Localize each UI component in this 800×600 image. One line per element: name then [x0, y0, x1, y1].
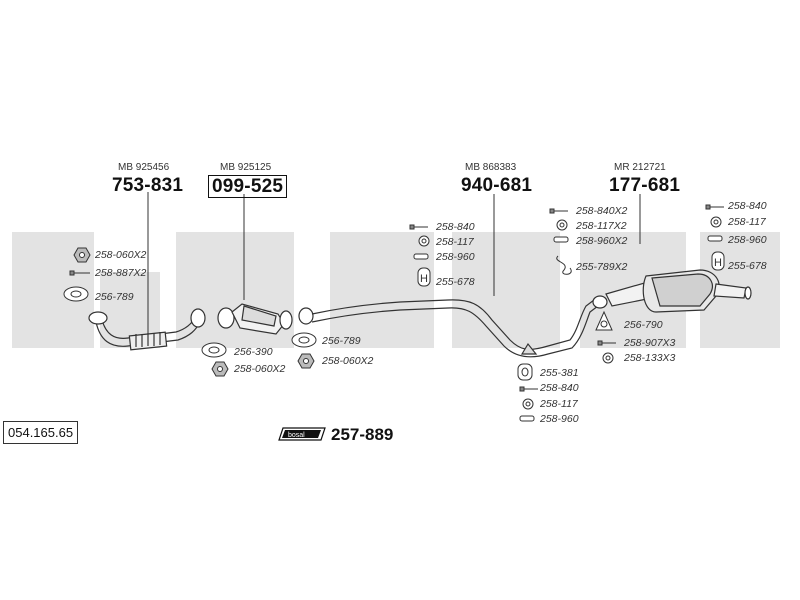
bolt-icon: [409, 224, 428, 230]
hardware-label: 258-060X2: [234, 363, 286, 375]
hardware-label: 255-381: [540, 367, 579, 379]
reference-number: 054.165.65: [3, 421, 79, 444]
watermark-block: [330, 232, 434, 348]
clamp-icon: [597, 340, 616, 346]
front-pipe: [88, 308, 206, 351]
oem-number: MB 868383: [465, 162, 517, 173]
hardware-label: 255-789X2: [576, 261, 628, 273]
sleeve-icon: [413, 253, 429, 260]
hardware-label: 258-960: [436, 251, 475, 263]
hardware-label: 258-840: [728, 200, 767, 212]
gasket-icon: [201, 342, 227, 358]
bolt-icon: [69, 270, 90, 276]
kit-logo-text: bosal: [288, 432, 305, 439]
part-number-boxed: 099-525: [208, 175, 288, 198]
bolt-icon: [705, 204, 724, 210]
gasket-icon: [291, 332, 317, 348]
nut-icon: [297, 353, 315, 369]
washer-icon: [710, 216, 722, 228]
part-number: 177-681: [609, 175, 681, 196]
washer-icon: [556, 219, 568, 231]
sleeve-icon: [553, 236, 569, 243]
hardware-label: 258-117: [540, 398, 578, 410]
washer-icon: [602, 352, 614, 364]
middle-pipe: [298, 295, 608, 358]
hanger-icon: [517, 363, 533, 381]
hardware-label: 258-887X2: [95, 267, 147, 279]
hardware-label: 256-390: [234, 346, 273, 358]
sleeve-icon: [519, 415, 535, 422]
part-number: 940-681: [461, 175, 533, 196]
nut-icon: [73, 247, 91, 263]
hardware-label: 256-790: [624, 319, 663, 331]
rear-silencer: [605, 269, 752, 313]
hardware-label: 255-678: [436, 276, 475, 288]
hardware-label: 258-133X3: [624, 352, 676, 364]
svg-text:H: H: [714, 257, 722, 269]
bolt-icon: [519, 386, 538, 392]
hardware-label: 258-960: [728, 234, 767, 246]
catalytic-converter: [217, 303, 293, 335]
nut-icon: [211, 361, 229, 377]
oem-number: MB 925125: [220, 162, 272, 173]
hanger-icon: H: [417, 267, 431, 287]
bolt-icon: [549, 208, 568, 214]
oem-number: MR 212721: [614, 162, 666, 173]
watermark-block: [452, 232, 560, 348]
gasket-icon: [63, 286, 89, 302]
bosal-kit-icon: bosal: [278, 427, 326, 441]
hanger-icon: H: [711, 251, 725, 271]
sleeve-icon: [707, 235, 723, 242]
hardware-label: 258-840: [540, 382, 579, 394]
hardware-label: 258-907X3: [624, 337, 676, 349]
hardware-label: 258-060X2: [322, 355, 374, 367]
gasket-icon: [595, 310, 613, 331]
hardware-label: 258-117: [728, 216, 766, 228]
hanger-icon: [556, 255, 572, 275]
washer-icon: [418, 235, 430, 247]
hardware-label: 258-117X2: [576, 220, 627, 232]
hardware-label: 258-960: [540, 413, 579, 425]
kit-number: 257-889: [331, 425, 394, 444]
svg-text:H: H: [420, 273, 428, 285]
part-number: 753-831: [112, 175, 184, 196]
hardware-label: 258-060X2: [95, 249, 147, 261]
washer-icon: [522, 398, 534, 410]
hardware-label: 258-840: [436, 221, 475, 233]
hardware-label: 258-960X2: [576, 235, 628, 247]
hardware-label: 258-840X2: [576, 205, 628, 217]
hardware-label: 256-789: [322, 335, 361, 347]
oem-number: MB 925456: [118, 162, 170, 173]
hardware-label: 256-789: [95, 291, 134, 303]
hardware-label: 255-678: [728, 260, 767, 272]
hardware-label: 258-117: [436, 236, 474, 248]
